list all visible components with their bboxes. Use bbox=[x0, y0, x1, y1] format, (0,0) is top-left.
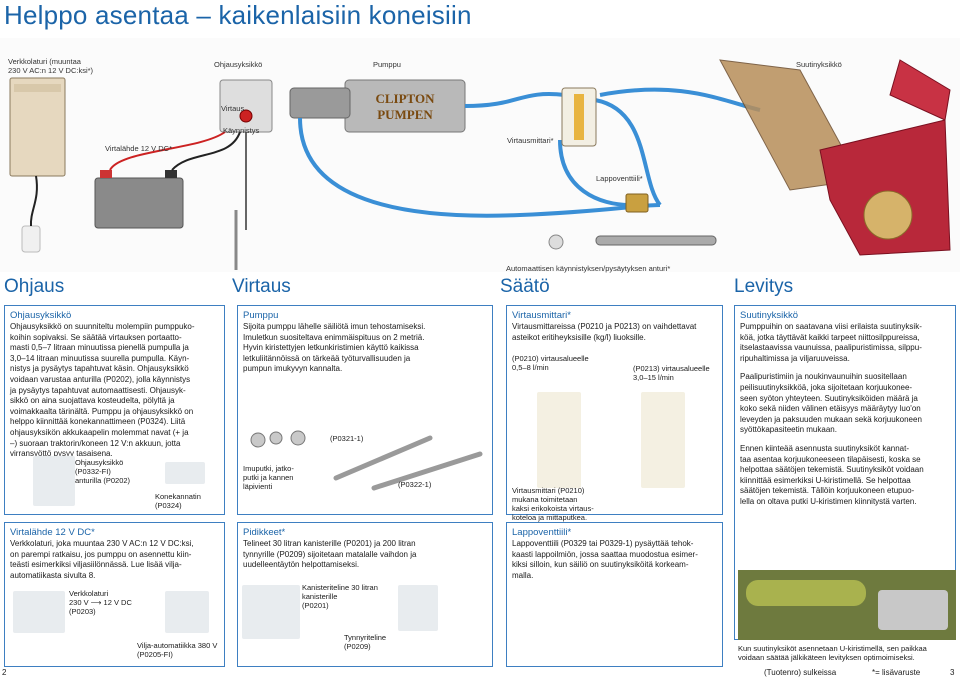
caption-virtalahde: Virtalähde 12 V DC* bbox=[105, 144, 172, 153]
caption-suutinyksikko: Suutinyksikkö bbox=[796, 60, 842, 69]
box-lappoventtiili: Lappoventtiili* Lappoventtiili (P0329 ta… bbox=[506, 522, 723, 667]
system-diagram: CLIPTON PUMPEN bbox=[9, 59, 951, 270]
grain-automation-photo bbox=[165, 591, 209, 633]
caption-lappoventtiili: Lappoventtiili* bbox=[596, 174, 643, 183]
caption-p0210: (P0210) virtausalueelle 0,5–8 l/min bbox=[512, 354, 589, 372]
system-illustration: CLIPTON PUMPEN bbox=[0, 38, 960, 272]
plug-icon bbox=[21, 225, 41, 253]
caption-p0322: (P0322-1) bbox=[398, 480, 432, 489]
control-unit-photo bbox=[33, 456, 75, 506]
caption-ohjausyksikko: Ohjausyksikkö bbox=[214, 60, 263, 69]
text-suutinyksikko-2: Paalipuristimiin ja noukinvaunuihin suos… bbox=[740, 372, 922, 435]
caption-p0205: Vilja-automatiikka 380 V (P0205-FI) bbox=[137, 641, 218, 659]
text-pumppu: Sijoita pumppu lähelle säiliötä imun teh… bbox=[243, 322, 426, 374]
heading-virtausmittari: Virtausmittari* bbox=[512, 310, 571, 321]
installation-photo bbox=[738, 570, 956, 640]
caption-imuputki: Imuputki, jatko- putki ja kannen läpivie… bbox=[243, 464, 294, 491]
caption-u-clamp: Kun suutinyksiköt asennetaan U-kiristime… bbox=[738, 644, 927, 662]
pump-brand-1: CLIPTON bbox=[376, 91, 436, 106]
siphon-valve bbox=[625, 193, 649, 213]
footer-note: (Tuotenro) sulkeissa bbox=[764, 668, 837, 677]
battery-icon bbox=[94, 177, 184, 229]
caption-anturi: Automaattisen käynnistyksen/pysäytyksen … bbox=[506, 264, 671, 273]
page-number-left: 2 bbox=[2, 668, 7, 677]
caption-p0213: (P0213) virtausalueelle 3,0–15 l/min bbox=[633, 364, 710, 382]
text-suutinyksikko-3: Ennen kiinteää asennusta suutinyksiköt k… bbox=[740, 443, 924, 506]
caption-p0201: Kanisteriteline 30 litran kanisterille (… bbox=[302, 583, 378, 610]
caption-verkkolaturi: Verkkolaturi (muuntaa 230 V AC:n 12 V DC… bbox=[8, 57, 94, 75]
footer-legend: *= lisävaruste bbox=[872, 668, 921, 677]
caption-flowmeter-note: Virtausmittari (P0210) mukana toimitetaa… bbox=[512, 486, 594, 522]
heading-lappoventtiili: Lappoventtiili* bbox=[512, 527, 572, 538]
heading-suutinyksikko: Suutinyksikkö bbox=[740, 310, 799, 321]
hose-line bbox=[464, 92, 566, 108]
flowmeter-p0213-photo bbox=[641, 392, 685, 488]
pump-brand-2: PUMPEN bbox=[377, 107, 433, 122]
canister-photo bbox=[398, 585, 438, 631]
caption-virtausmittari: Virtausmittari* bbox=[507, 136, 554, 145]
page-title: Helppo asentaa – kaikenlaisiin koneisiin bbox=[4, 0, 472, 30]
pump-icon bbox=[344, 79, 466, 133]
sensor-rod bbox=[595, 235, 717, 246]
bracket-photo bbox=[165, 462, 205, 484]
flowmeter-p0210-photo bbox=[537, 392, 581, 488]
pump-fittings-illustration bbox=[250, 430, 483, 491]
caption-virtaus: Virtaus bbox=[221, 104, 245, 113]
section-saato: Säätö bbox=[500, 276, 550, 297]
box-virtalahde: Virtalähde 12 V DC* Verkkolaturi, joka m… bbox=[4, 522, 225, 667]
box-virtausmittari: Virtausmittari* Virtausmittareissa (P021… bbox=[506, 305, 723, 522]
caption-p0321: (P0321-1) bbox=[330, 434, 364, 443]
heading-ohjausyksikko: Ohjausyksikkö bbox=[10, 310, 72, 321]
charger-box bbox=[9, 77, 66, 177]
page-number-right: 3 bbox=[950, 668, 955, 677]
red-spout bbox=[819, 119, 951, 256]
text-lappoventtiili: Lappoventtiili (P0329 tai P0329-1) pysäy… bbox=[512, 539, 698, 580]
section-levitys: Levitys bbox=[734, 276, 794, 297]
heading-virtalahde: Virtalähde 12 V DC* bbox=[10, 527, 95, 538]
section-virtaus: Virtaus bbox=[232, 276, 291, 297]
box-pumppu: Pumppu Sijoita pumppu lähelle säiliötä i… bbox=[237, 305, 493, 515]
text-pidikkeet: Telineet 30 litran kanisterille (P0201) … bbox=[243, 539, 417, 570]
caption-p0332: Ohjausyksikkö (P0332-FI) anturilla (P020… bbox=[75, 458, 131, 485]
box-suutinyksikko: Suutinyksikkö Pumppuihin on saatavana vi… bbox=[734, 305, 956, 640]
valve-photo bbox=[242, 585, 300, 639]
charger-photo bbox=[13, 591, 65, 633]
box-ohjausyksikko: Ohjausyksikkö Ohjausyksikkö on suunnitel… bbox=[4, 305, 225, 515]
caption-p0324: Konekannatin (P0324) bbox=[155, 492, 201, 510]
heading-pidikkeet: Pidikkeet* bbox=[243, 527, 286, 538]
caption-p0203: Verkkolaturi 230 V ⟶ 12 V DC (P0203) bbox=[69, 589, 132, 616]
caption-p0209: Tynnyriteline (P0209) bbox=[344, 633, 387, 651]
box-pidikkeet: Pidikkeet* Telineet 30 litran kanisteril… bbox=[237, 522, 493, 667]
text-virtalahde: Verkkolaturi, joka muuntaa 230 V AC:n 12… bbox=[10, 539, 194, 580]
text-ohjausyksikko: Ohjausyksikkö on suunniteltu molempiin p… bbox=[10, 322, 195, 459]
section-ohjaus: Ohjaus bbox=[4, 276, 65, 297]
caption-kaynnistys: Käynnistys bbox=[223, 126, 260, 135]
text-suutinyksikko-1: Pumppuihin on saatavana viisi erilaista … bbox=[740, 322, 922, 363]
heading-pumppu: Pumppu bbox=[243, 310, 279, 321]
text-virtausmittari: Virtausmittareissa (P0210 ja P0213) on v… bbox=[512, 322, 697, 342]
caption-pumppu: Pumppu bbox=[373, 60, 401, 69]
